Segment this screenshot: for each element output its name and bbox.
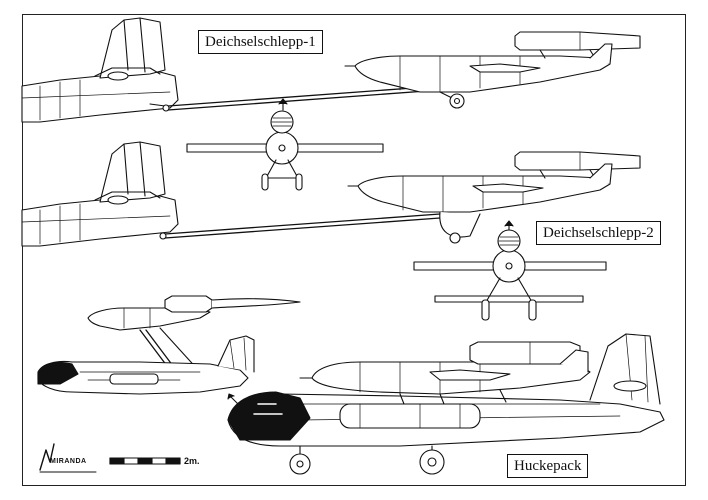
- scale-bar: [109, 457, 181, 465]
- logo-text: MIRANDA: [50, 458, 87, 465]
- label-deichselschlepp-1: Deichselschlepp-1: [198, 30, 323, 54]
- carrier-aircraft-small: [37, 335, 255, 395]
- drawing-frame: [22, 14, 686, 486]
- carrier-aircraft-huckepack: [227, 333, 665, 475]
- label-deichselschlepp-2: Deichselschlepp-2: [536, 221, 661, 245]
- v1-missile-side-2: [347, 151, 641, 244]
- v1-missile-small: [87, 295, 301, 373]
- v1-front-view-1: [186, 98, 384, 191]
- miranda-logo: [39, 443, 97, 473]
- scale-bar-label: 2m.: [184, 456, 200, 466]
- towing-aircraft-side-1: [21, 17, 179, 123]
- towing-aircraft-side-2: [21, 141, 179, 247]
- v1-missile-huckepack: [299, 341, 591, 395]
- tow-bar-2: [159, 213, 441, 240]
- v1-front-view-2: [413, 220, 607, 321]
- tow-bar-1: [162, 85, 441, 112]
- v1-missile-side-1: [344, 31, 641, 109]
- label-huckepack: Huckepack: [507, 454, 589, 478]
